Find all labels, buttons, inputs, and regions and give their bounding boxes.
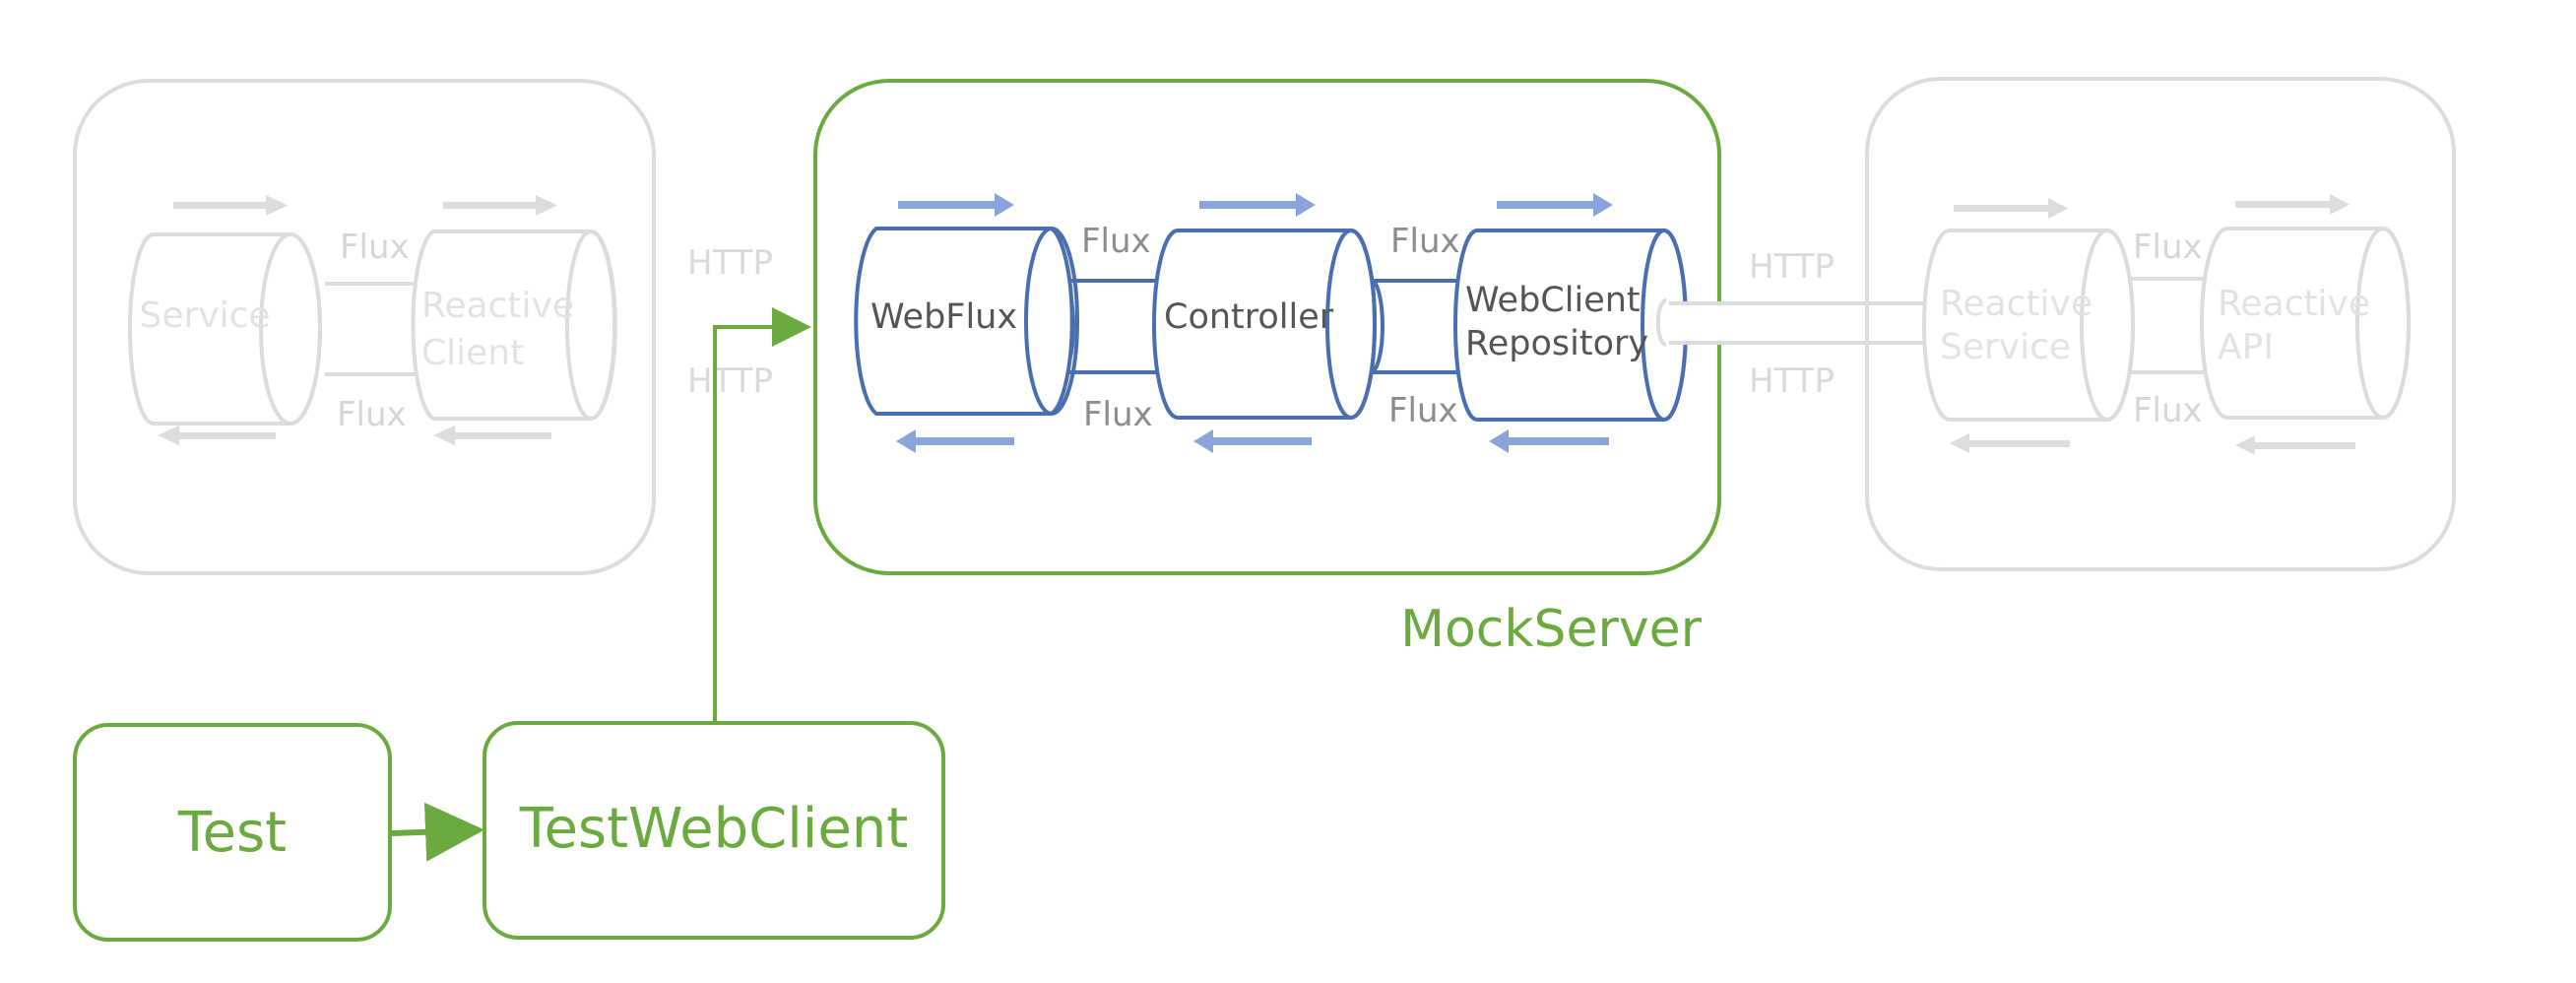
- repository-label-2: Repository: [1465, 324, 1648, 363]
- right-reactive-api-label-1: Reactive: [2218, 284, 2370, 324]
- mock-arrow-right-3: [1497, 193, 1613, 217]
- controller-label: Controller: [1164, 297, 1334, 337]
- right-http-top-label: HTTP: [1749, 247, 1835, 287]
- left-reactive-client-label-2: Client: [421, 333, 524, 373]
- mock-server-group: WebFlux Controller WebClient Repository …: [813, 79, 1721, 659]
- mock-arrow-left-1: [896, 429, 1014, 453]
- right-service-pipe: [2117, 277, 2216, 374]
- mock-flux-top-label-2: Flux: [1390, 222, 1460, 261]
- mock-flux-top-label-1: Flux: [1081, 222, 1151, 261]
- right-service-arrow-right-1: [1954, 198, 2068, 219]
- mock-arrow-right-1: [898, 193, 1014, 217]
- left-service-pipe: [325, 282, 423, 376]
- test-to-client-arrow: [391, 802, 484, 862]
- repository-label-1: WebClient: [1465, 281, 1641, 320]
- right-service-box: [1865, 77, 2456, 571]
- test-label: Test: [177, 801, 287, 865]
- right-flux-top-label: Flux: [2133, 228, 2203, 267]
- test-web-client-box: [483, 721, 945, 940]
- mock-flux-bottom-label-1: Flux: [1083, 395, 1153, 434]
- test-box: [73, 723, 392, 942]
- left-http-top-label: HTTP: [687, 243, 773, 283]
- controller-cylinder: [1152, 229, 1377, 420]
- right-reactive-service-label-1: Reactive: [1940, 284, 2093, 324]
- right-flux-bottom-label: Flux: [2133, 391, 2203, 430]
- webflux-cylinder: [854, 227, 1079, 416]
- test-group: Test TestWebClient: [73, 307, 945, 942]
- right-reactive-service-label-2: Service: [1940, 327, 2071, 367]
- left-http-bottom-label: HTTP: [687, 361, 773, 401]
- left-flux-bottom-label: Flux: [337, 395, 407, 434]
- right-reactive-api-label-2: API: [2218, 327, 2274, 367]
- outbound-http-pipe: [1655, 298, 1932, 347]
- webflux-label: WebFlux: [870, 297, 1017, 337]
- left-service-arrow-left-1: [158, 426, 276, 445]
- left-service-label: Service: [139, 295, 270, 336]
- left-service-arrow-right-2: [443, 195, 557, 216]
- right-service-arrow-left-2: [2235, 435, 2355, 455]
- right-service-arrow-left-1: [1950, 433, 2070, 453]
- right-service-group: Reactive Service Reactive API Flux Flux: [1865, 77, 2456, 571]
- mock-server-title: MockServer: [1400, 600, 1703, 659]
- right-service-arrow-right-2: [2235, 194, 2350, 215]
- left-service-group: Service Reactive Client Flux Flux: [73, 79, 656, 575]
- left-service-arrow-right-1: [173, 195, 288, 216]
- right-reactive-service-cylinder: [1922, 229, 2135, 422]
- right-http-bottom-label: HTTP: [1749, 361, 1835, 401]
- left-service-arrow-left-2: [433, 426, 551, 445]
- left-service-cylinder: [128, 232, 322, 426]
- mock-arrow-right-2: [1199, 193, 1316, 217]
- left-service-box: [73, 79, 656, 575]
- left-reactive-client-cylinder: [411, 229, 617, 421]
- mock-arrow-left-3: [1489, 429, 1609, 453]
- mock-arrow-left-2: [1193, 429, 1312, 453]
- client-to-mockserver-arrow: [713, 307, 811, 721]
- test-web-client-label: TestWebClient: [519, 797, 909, 861]
- left-flux-top-label: Flux: [340, 228, 410, 267]
- left-reactive-client-label-1: Reactive: [421, 286, 574, 326]
- mock-flux-bottom-label-2: Flux: [1388, 391, 1458, 430]
- right-reactive-api-cylinder: [2200, 227, 2411, 420]
